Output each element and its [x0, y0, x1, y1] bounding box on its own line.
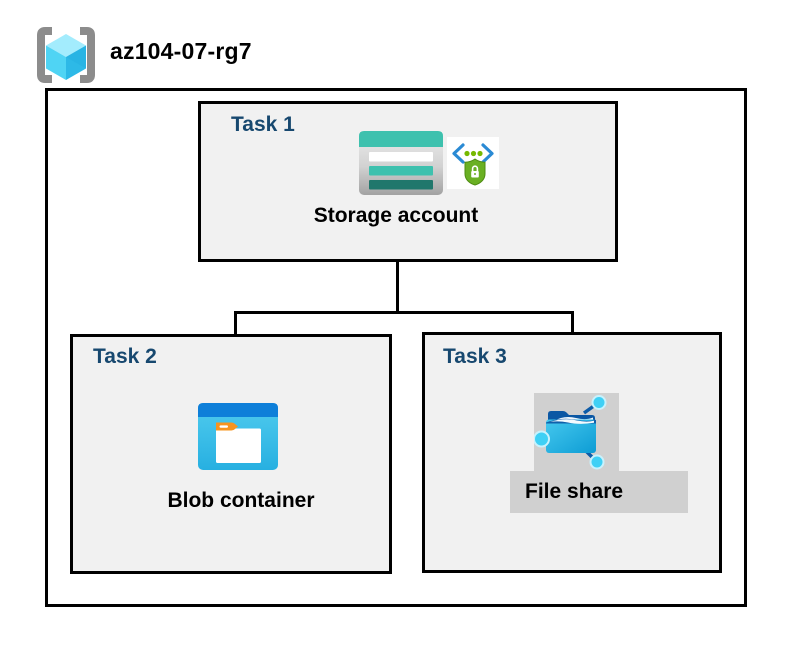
task3-label: Task 3 — [443, 345, 507, 368]
file-share-label: File share — [525, 480, 624, 503]
file-share-label-highlight: File share — [510, 471, 688, 513]
task2-label: Task 2 — [93, 345, 157, 368]
task2-box: Task 2 Blob container — [70, 334, 392, 574]
task1-box: Task 1 — [198, 101, 618, 262]
connector-branch-horizontal — [234, 311, 574, 314]
task1-label: Task 1 — [231, 113, 295, 136]
blob-container-icon — [198, 403, 278, 470]
file-share-icon — [533, 395, 607, 470]
file-share-icon-highlight — [533, 393, 619, 471]
connector-storage-trunk — [396, 236, 399, 314]
secure-endpoint-icon — [447, 137, 499, 189]
resource-group-icon — [37, 27, 95, 83]
task3-box: Task 3 — [422, 332, 722, 573]
storage-account-label: Storage account — [313, 204, 479, 227]
storage-account-icon — [359, 131, 443, 195]
resource-group-name: az104-07-rg7 — [110, 38, 252, 64]
blob-container-label: Blob container — [167, 489, 315, 512]
